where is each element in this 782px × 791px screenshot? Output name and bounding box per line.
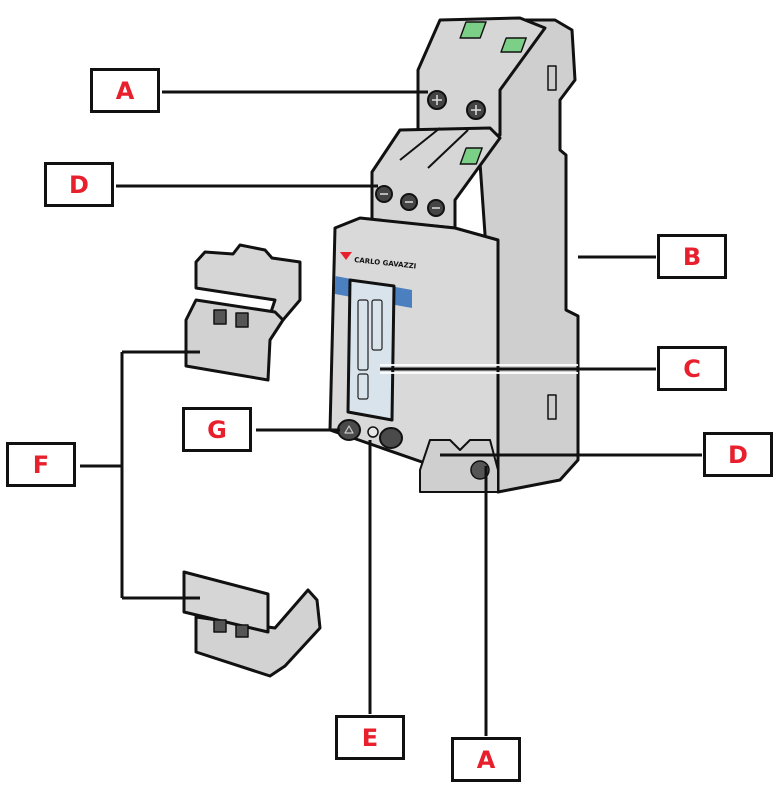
label-d-top-text: D (69, 170, 89, 199)
leader-lines (80, 90, 702, 736)
label-a-bottom-text: A (476, 745, 496, 774)
terminal-cover-bottom (182, 570, 322, 678)
label-g-text: G (207, 415, 227, 444)
label-f-text: F (32, 450, 50, 479)
label-e: E (335, 715, 405, 760)
terminal-opening-1 (459, 21, 487, 39)
label-f: F (6, 442, 76, 487)
label-g: G (182, 407, 252, 452)
brand-logo-icon (340, 252, 352, 260)
button-down (379, 427, 403, 449)
label-c-text: C (683, 354, 701, 383)
lcd-segments (357, 299, 383, 400)
leader-f (80, 350, 200, 600)
label-b-text: B (682, 242, 702, 271)
lcd-display (346, 278, 396, 422)
terminal-cover-top (184, 243, 302, 382)
label-a-top: A (90, 68, 160, 113)
terminal-opening-2 (500, 37, 527, 53)
label-e-text: E (361, 723, 379, 752)
label-a-bottom: A (451, 737, 521, 782)
label-d-top: D (44, 162, 114, 207)
terminal-opening-3 (459, 147, 483, 165)
label-d-right: D (703, 432, 773, 477)
label-b: B (657, 234, 727, 279)
button-up (337, 419, 361, 441)
label-a-top-text: A (115, 76, 135, 105)
led-indicator (367, 426, 379, 438)
label-d-right-text: D (728, 440, 748, 469)
energy-meter (328, 16, 580, 494)
label-c: C (657, 346, 727, 391)
